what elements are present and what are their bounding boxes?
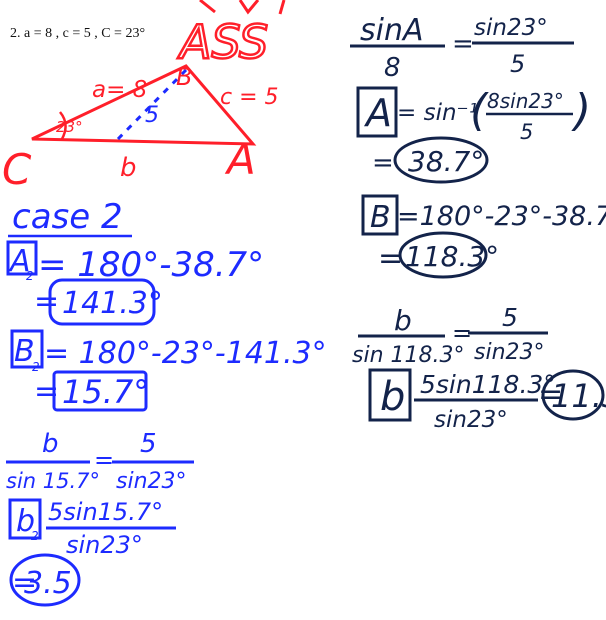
a2-result-equals: = [34,284,59,319]
side-b2-left-denominator: sin 15.7° [6,469,100,493]
vertex-b-label: B [176,63,192,91]
law-right-numerator: sin23° [474,15,548,41]
side-b-right-denominator: sin23° [474,340,545,365]
side-b2-right-denominator: sin23° [116,469,187,494]
law-left-denominator: 8 [384,53,401,83]
close-paren: ) [571,85,591,136]
side-b2-result: 3.5 [24,566,72,601]
angle-b2-subscript: 2 [32,360,40,374]
angle-a-expression: = sin⁻¹ [397,100,478,126]
angle-b-label: B [370,200,391,235]
result-equals: = [372,148,394,178]
side-b-right-numerator: 5 [502,303,518,332]
angle-b-expression: =180°-23°-38.7° [397,201,606,232]
side-b-law-equals: = [452,319,472,347]
side-b2-right-numerator: 5 [140,429,157,459]
side-c-label: c = 5 [220,85,279,110]
angle-a-label: A [363,91,392,135]
problem-number: 2. [10,26,21,41]
side-b2-law-equals: = [94,446,114,474]
angle-a2-subscript: 2 [26,269,34,283]
angle-a2-label: A [8,244,31,279]
case2-solution: case 2 A 2 = 180°-38.7° = 141.3° B 2 = 1… [6,197,327,607]
side-b2-left-numerator: b [42,429,59,459]
case1-solution: sinA 8 = sin23° 5 A = sin⁻¹ ( 8sin23° 5 … [350,13,606,433]
side-b2-expression-numerator: 5sin15.7° [48,498,163,526]
problem-statement: 2. a = 8 , c = 5 , C = 23° [10,26,145,42]
angle-a2-expression: = 180°-38.7° [38,245,264,285]
side-b-expression-numerator: 5sin118.3° [420,370,556,399]
angle-b2-result: 15.7° [62,373,149,411]
law-right-denominator: 5 [510,50,525,78]
ass-case-label: ASS [177,15,268,69]
height-label: 5 [145,103,159,128]
open-paren: ( [470,85,489,136]
side-b-left-numerator: b [394,304,412,337]
side-b-left-denominator: sin 118.3° [352,343,465,368]
law-left-numerator: sinA [360,13,424,48]
side-b-result: 11.3 [551,377,606,415]
side-b2-expression-denominator: sin23° [66,531,143,559]
side-b-label: b [380,374,405,420]
side-a-label: a= 8 [92,77,147,103]
angle-b2-expression: = 180°-23°-141.3° [44,336,327,371]
vertex-c-label: C [2,145,32,194]
side-b-expression-denominator: sin23° [434,407,508,433]
side-b2-subscript: 2 [31,529,39,543]
case2-title: case 2 [12,197,123,237]
angle-a-inner-denominator: 5 [520,120,533,144]
angle-c-label: 23° [56,118,83,136]
vertex-a-label: A [224,135,256,184]
angle-a-result: 38.7° [408,145,484,178]
triangle-diagram: a= 8 23° B c = 5 A C b 5 [2,63,279,194]
angle-a2-result: 141.3° [62,286,163,321]
problem-givens: a = 8 , c = 5 , C = 23° [24,26,146,41]
angle-b-result: 118.3° [405,240,499,273]
side-b2-label: b [16,504,35,539]
angle-a-inner-numerator: 8sin23° [487,89,564,113]
angle-b2-label: B [14,334,35,369]
side-b-label: b [120,153,137,183]
law-equals: = [452,29,474,59]
